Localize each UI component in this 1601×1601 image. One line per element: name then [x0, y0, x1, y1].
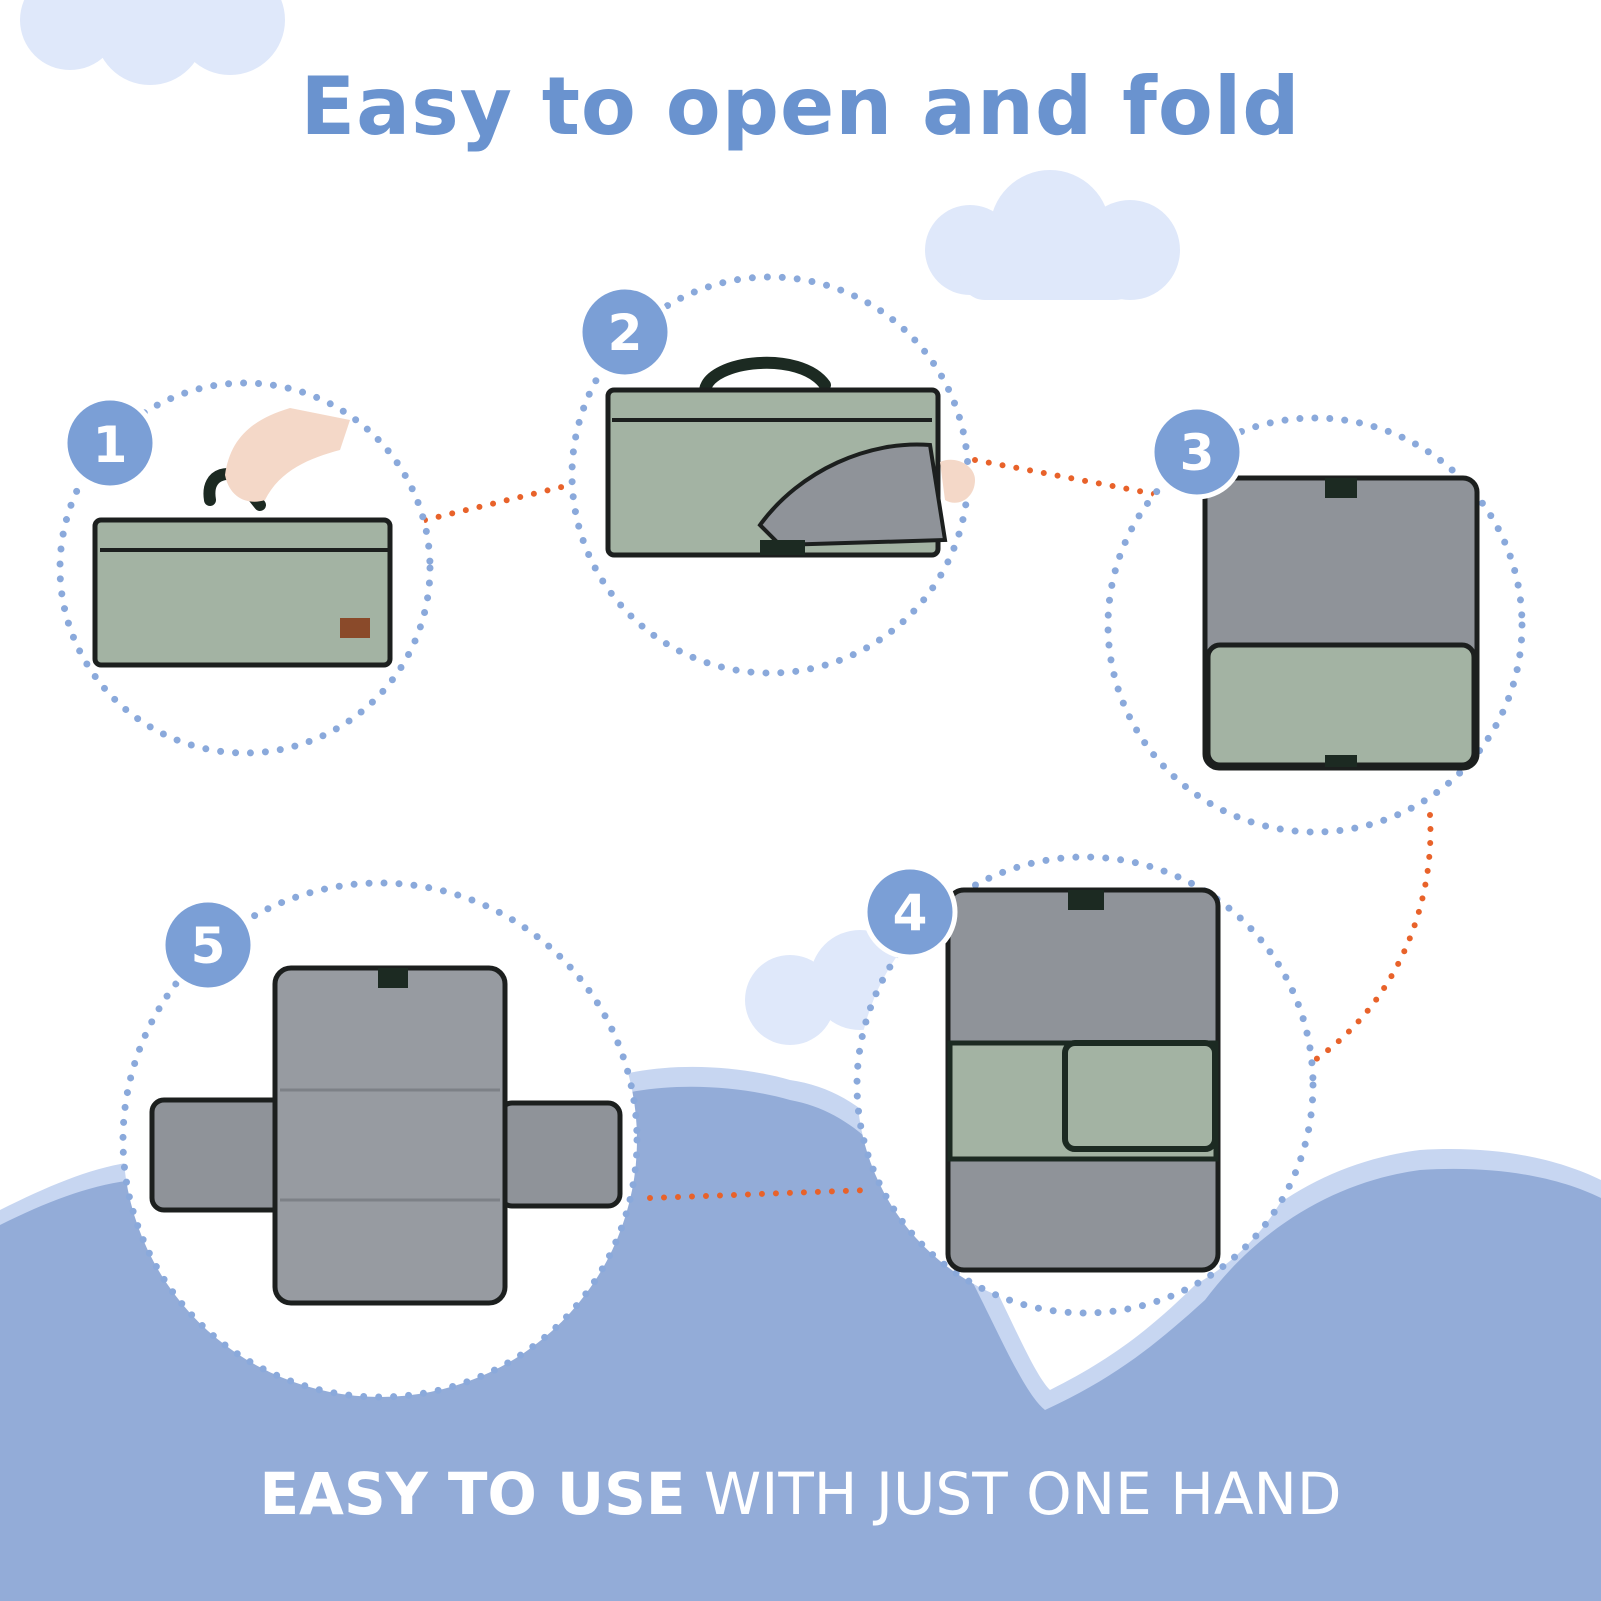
connectors — [422, 457, 1434, 1201]
step-4-badge: 4 — [862, 864, 958, 960]
step-5: 5 — [119, 879, 641, 1401]
step-2-number: 2 — [608, 304, 643, 362]
fully-open-mat — [149, 965, 623, 1306]
step-1-badge: 1 — [62, 395, 158, 491]
step-5-badge: 5 — [160, 897, 256, 993]
tagline: EASY TO USE WITH JUST ONE HAND — [0, 1460, 1601, 1528]
step-4: 4 — [853, 853, 1317, 1317]
cloud-top-left — [20, 0, 285, 85]
step-1: 1 — [56, 379, 434, 757]
step-1-number: 1 — [93, 416, 128, 474]
step-5-number: 5 — [191, 917, 226, 975]
tagline-light: WITH JUST ONE HAND — [685, 1460, 1342, 1528]
step-4-number: 4 — [893, 884, 928, 942]
step-3: 3 — [1104, 404, 1526, 836]
half-open-mat — [1202, 475, 1480, 771]
step-2: 2 — [568, 273, 975, 677]
unfolding-bag — [605, 356, 975, 558]
cloud-top-right — [925, 170, 1180, 300]
step-3-number: 3 — [1180, 424, 1215, 482]
mostly-open-mat — [945, 887, 1221, 1273]
step-2-badge: 2 — [577, 284, 673, 380]
page-title: Easy to open and fold — [300, 60, 1301, 153]
folded-bag-with-handle — [92, 408, 393, 668]
step-3-badge: 3 — [1149, 404, 1245, 500]
tagline-bold: EASY TO USE — [259, 1460, 686, 1528]
